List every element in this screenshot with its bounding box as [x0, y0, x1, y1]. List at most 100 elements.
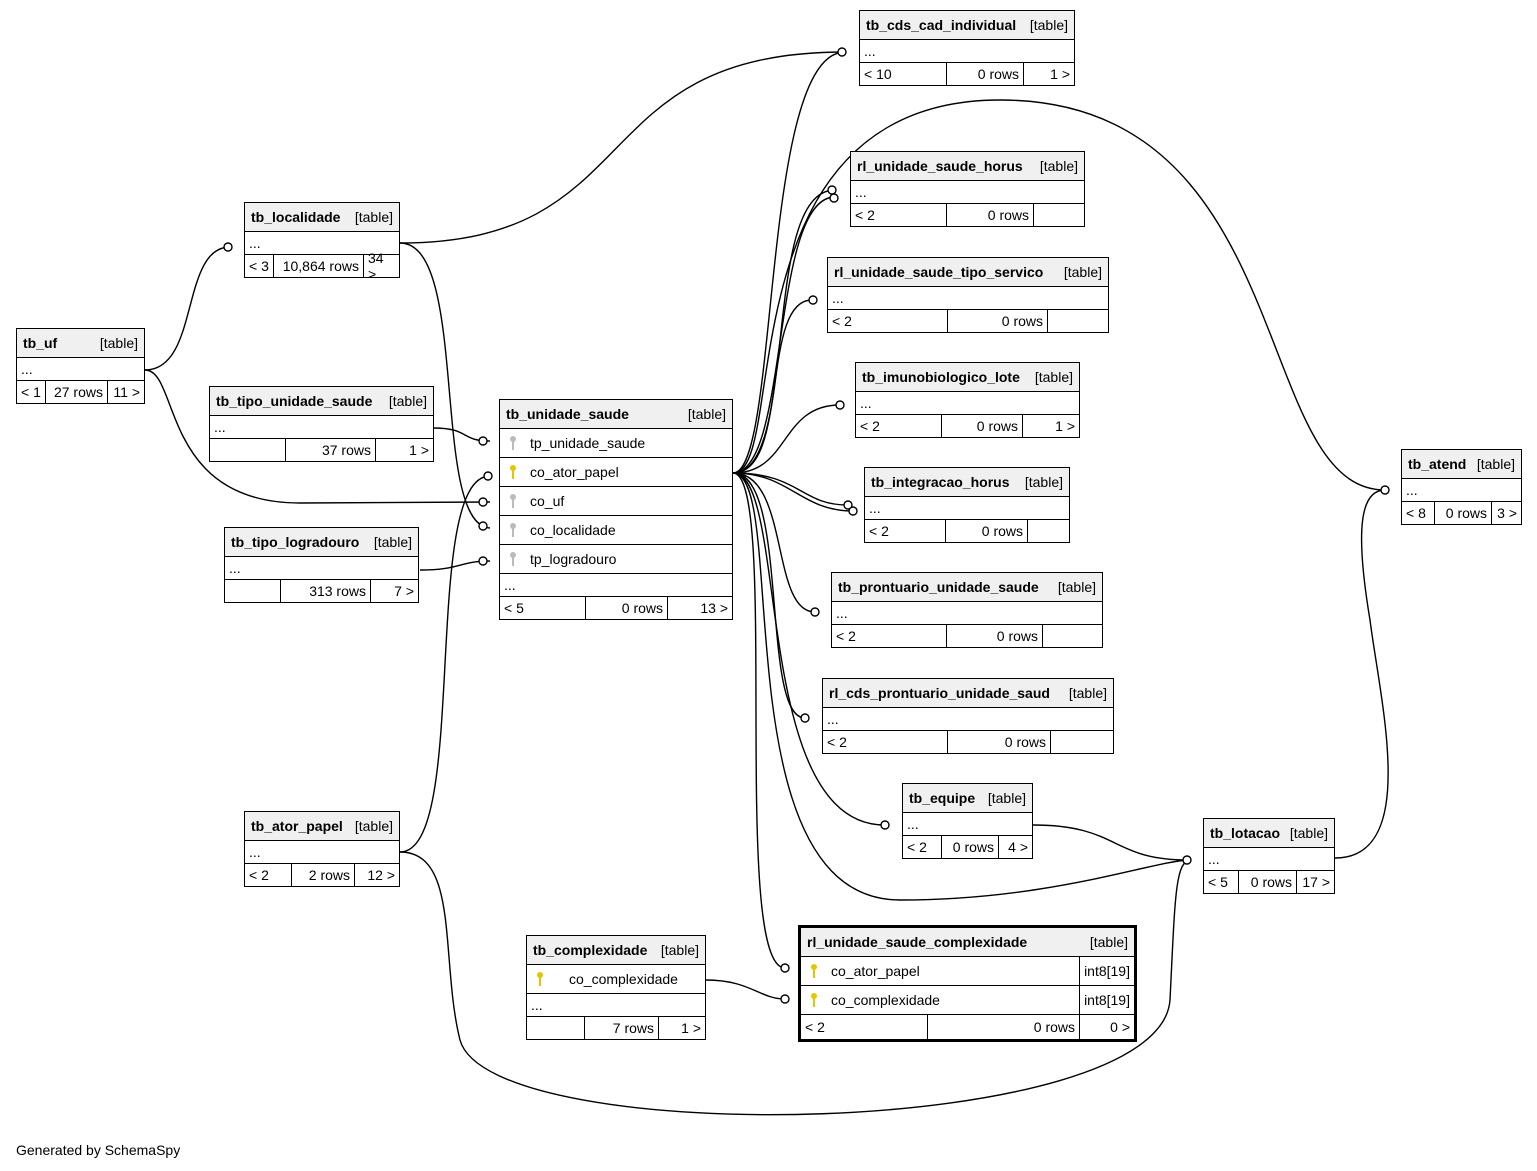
columns-ellipsis: ... [1204, 847, 1334, 870]
row-count: 313 rows [280, 580, 370, 602]
parents-count [527, 1017, 584, 1039]
columns-ellipsis: ... [832, 601, 1102, 624]
column-row[interactable]: co_localidade [500, 515, 732, 544]
column-row[interactable]: tp_unidade_saude [500, 428, 732, 457]
row-count: 0 rows [1434, 502, 1491, 524]
table-type: [table] [388, 393, 427, 409]
row-count: 2 rows [291, 864, 354, 886]
parents-count: < 5 [504, 600, 524, 616]
column-name: co_complexidade [569, 971, 678, 987]
column-name: tp_logradouro [530, 551, 617, 567]
edge-unidade-tiposervico [732, 299, 813, 474]
table-type: [table] [99, 335, 138, 351]
row-count: 0 rows [941, 415, 1022, 437]
table-type: [table] [1029, 17, 1068, 33]
columns-ellipsis: ... [527, 993, 705, 1016]
table-type: [table] [354, 818, 393, 834]
children-count: 11 > [107, 381, 144, 403]
edge-unidade-rlcompl [732, 472, 786, 969]
columns-ellipsis: ... [851, 180, 1084, 203]
edge-uf-unidade [144, 369, 491, 504]
table-rl_unidade_saude_complexidade[interactable]: rl_unidade_saude_complexidade[table] co_… [798, 925, 1137, 1042]
row-count: 0 rows [946, 204, 1033, 226]
edge-ator-unidade [399, 475, 491, 853]
children-count [1027, 520, 1069, 542]
children-count: 12 > [354, 864, 399, 886]
parents-count: < 2 [827, 734, 847, 750]
column-row[interactable]: co_complexidade [527, 964, 705, 993]
columns-ellipsis: ... [1402, 478, 1521, 501]
column-name: tp_unidade_saude [530, 435, 646, 451]
columns-ellipsis: ... [225, 556, 418, 579]
edge-unidade-horus-b [732, 196, 836, 474]
primary-key-icon [809, 992, 821, 1008]
edge-unidade-imuno [732, 404, 841, 474]
table-tb_complexidade[interactable]: tb_complexidade [table] co_complexidade .… [526, 935, 706, 1040]
table-tb_tipo_unidade_saude[interactable]: tb_tipo_unidade_saude[table] ... 37 rows… [209, 386, 434, 462]
table-type: [table] [354, 209, 393, 225]
table-name: rl_unidade_saude_tipo_servico [834, 264, 1044, 280]
column-row[interactable]: co_uf [500, 486, 732, 515]
foreign-key-icon [508, 551, 520, 567]
generated-by-footer: Generated by SchemaSpy [16, 1142, 181, 1158]
table-rl_cds_prontuario_unidade_saud[interactable]: rl_cds_prontuario_unidade_saud[table] ..… [822, 678, 1114, 754]
edge-localidade-cds [399, 51, 846, 244]
parents-count: < 5 [1208, 874, 1228, 890]
table-rl_unidade_saude_tipo_servico[interactable]: rl_unidade_saude_tipo_servico[table] ...… [827, 257, 1109, 333]
table-name: tb_ator_papel [251, 818, 343, 834]
columns-ellipsis: ... [245, 231, 399, 254]
table-name: tb_complexidade [533, 942, 648, 958]
table-tb_prontuario_unidade_saude[interactable]: tb_prontuario_unidade_saude[table] ... <… [831, 572, 1103, 648]
table-type: [table] [660, 942, 699, 958]
children-count [1033, 204, 1084, 226]
columns-ellipsis: ... [865, 496, 1069, 519]
columns-ellipsis: ... [856, 391, 1079, 414]
primary-key-icon [535, 971, 547, 987]
row-count: 0 rows [941, 836, 998, 858]
table-tb_unidade_saude[interactable]: tb_unidade_saude[table] tp_unidade_saude… [499, 399, 733, 620]
parents-count: < 10 [864, 66, 892, 82]
parents-count [225, 580, 280, 602]
row-count: 0 rows [1238, 871, 1296, 893]
row-count: 0 rows [947, 731, 1050, 753]
table-name: tb_tipo_unidade_saude [216, 393, 373, 409]
column-name: co_uf [530, 493, 565, 509]
column-row[interactable]: tp_logradouro [500, 544, 732, 573]
edge-unidade-lotacao [732, 472, 1189, 901]
children-count: 17 > [1296, 871, 1334, 893]
table-name: tb_imunobiologico_lote [862, 369, 1020, 385]
children-count: 3 > [1491, 502, 1521, 524]
foreign-key-icon [508, 493, 520, 509]
column-row[interactable]: co_ator_papel [500, 457, 732, 486]
edge-unidade-cds [732, 51, 846, 474]
children-count: 1 > [1022, 415, 1079, 437]
edge-complexidade-rl [705, 979, 786, 1000]
table-name: tb_cds_cad_individual [866, 17, 1017, 33]
parents-count: < 2 [869, 523, 889, 539]
table-name: rl_unidade_saude_complexidade [807, 934, 1028, 950]
edge-uf-localidade [144, 246, 231, 371]
table-type: [table] [1024, 474, 1063, 490]
columns-ellipsis: ... [823, 707, 1113, 730]
row-count: 0 rows [585, 597, 667, 619]
parents-count: < 2 [836, 628, 856, 644]
children-count: 4 > [998, 836, 1032, 858]
table-name: tb_uf [23, 335, 58, 351]
parents-count [210, 439, 285, 461]
children-count: 1 > [658, 1017, 705, 1039]
table-type: [table] [1289, 825, 1328, 841]
columns-ellipsis: ... [210, 415, 433, 438]
